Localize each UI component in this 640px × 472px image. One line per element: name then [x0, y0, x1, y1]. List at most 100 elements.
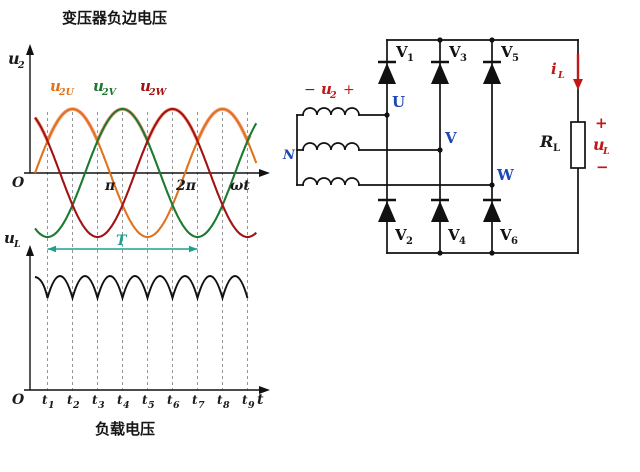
tick-t4: t	[117, 393, 123, 407]
winding-V-coil	[302, 142, 360, 151]
period-arrow-right-icon	[189, 245, 198, 253]
tick-t8-sub: 8	[223, 400, 230, 411]
load-voltage-curve	[34, 275, 249, 302]
rectified-output-curve	[34, 275, 249, 302]
tick-t5-sub: 5	[148, 400, 155, 411]
period-label: T	[116, 233, 128, 249]
u2U-series-label: u	[50, 77, 61, 95]
iL-label-sub: L	[557, 70, 565, 81]
sine-u2V	[34, 107, 258, 239]
junction-dot-V	[437, 147, 443, 153]
u2-label-sub: 2	[329, 90, 337, 101]
junction-dot-W	[489, 182, 495, 188]
u2W-series-label-sub: 2W	[148, 87, 168, 98]
tick-t3-sub: 3	[98, 400, 105, 411]
tick-t5: t	[142, 393, 148, 407]
diode-V3	[431, 60, 449, 84]
uL-axis-label-sub: L	[13, 239, 21, 250]
phase-label-U: U	[392, 93, 405, 111]
label-V2: V	[394, 226, 407, 244]
uL-label-sub: L	[602, 146, 610, 157]
omega-t-axis-label: ωt	[230, 178, 250, 194]
neutral-label: N	[282, 148, 296, 163]
tick-t2: t	[67, 393, 73, 407]
panel-title-bottom: 负载电压	[95, 420, 155, 438]
tick-t2-sub: 2	[72, 400, 80, 411]
origin-bottom: O	[12, 392, 25, 408]
u2-x-axis-arrow-icon	[259, 169, 270, 177]
label-V1: V	[395, 43, 408, 61]
winding-U-coil	[302, 107, 360, 116]
diode-V1	[378, 60, 396, 84]
junction-dot	[489, 37, 495, 43]
load-resistor	[570, 121, 586, 169]
period-arrow-left-icon	[47, 245, 56, 253]
load-current-arrow-icon	[573, 79, 583, 90]
phase-label-V: V	[444, 129, 457, 147]
u2-plus-sign: +	[343, 82, 355, 98]
u2-axis-label: u	[8, 49, 20, 68]
diode-V2	[378, 198, 396, 222]
label-V4-sub: 4	[459, 236, 466, 247]
junction-dot	[437, 250, 443, 256]
diode-V6	[483, 198, 501, 222]
label-V2-sub: 2	[406, 236, 413, 247]
origin-top: O	[12, 175, 25, 191]
phase-voltage-curves	[33, 107, 258, 239]
waveform-panel: 变压器负边电压 u 2 O π 2π ωt u 2U u 2V u 2W T u	[4, 9, 270, 438]
bridge-rectifier-circuit: V 1 V 3 V 5 V 2 V 4 V 6 U V W N − u 2 + …	[282, 37, 610, 256]
u2-label: u	[321, 80, 332, 98]
tick-t6: t	[167, 393, 173, 407]
u2V-series-label: u	[93, 77, 104, 95]
u2-y-axis-arrow-icon	[26, 44, 34, 55]
uL-minus-sign: −	[596, 158, 609, 176]
RL-label-sub: L	[553, 143, 560, 154]
tick-t8: t	[217, 393, 223, 407]
junction-dot-U	[384, 112, 390, 118]
tick-t9: t	[242, 393, 248, 407]
label-V5: V	[500, 43, 513, 61]
tick-t7-sub: 7	[198, 400, 205, 411]
pi-tick-label: π	[104, 178, 116, 194]
label-V6: V	[499, 226, 512, 244]
t-axis-label: t	[257, 392, 264, 408]
panel-title-top: 变压器负边电压	[62, 9, 167, 27]
junction-dot	[437, 37, 443, 43]
tick-t9-sub: 9	[248, 400, 255, 411]
winding-W-coil	[302, 177, 360, 186]
label-V3-sub: 3	[460, 53, 467, 64]
tick-t1: t	[42, 393, 48, 407]
tick-t3: t	[92, 393, 98, 407]
tick-t6-sub: 6	[173, 400, 180, 411]
tick-t7: t	[192, 393, 198, 407]
label-V6-sub: 6	[511, 236, 518, 247]
u2W-series-label: u	[140, 77, 151, 95]
u2-minus-sign: −	[304, 82, 316, 98]
diode-V4	[431, 198, 449, 222]
junction-dot	[489, 250, 495, 256]
uL-x-axis-arrow-icon	[259, 386, 270, 394]
label-V1-sub: 1	[407, 53, 414, 64]
u2U-series-label-sub: 2U	[58, 87, 75, 98]
label-V3: V	[448, 43, 461, 61]
time-gridlines	[47, 112, 248, 390]
uL-axis-label: u	[4, 229, 15, 247]
sine-u2U	[34, 107, 258, 239]
top-envelope-highlight	[33, 107, 252, 146]
uL-label: u	[593, 135, 605, 154]
tick-t1-sub: 1	[48, 400, 55, 411]
sine-u2W	[34, 107, 258, 239]
uL-plus-sign: +	[595, 114, 608, 132]
uL-y-axis-arrow-icon	[26, 245, 34, 256]
label-V5-sub: 5	[512, 53, 519, 64]
u2V-series-label-sub: 2V	[101, 87, 118, 98]
iL-label: i	[551, 60, 557, 78]
label-V4: V	[447, 226, 460, 244]
u2-axis-label-sub: 2	[17, 60, 25, 71]
two-pi-tick-label: 2π	[175, 178, 197, 194]
tick-t4-sub: 4	[123, 400, 130, 411]
RL-label: R	[539, 132, 553, 151]
phase-label-W: W	[496, 166, 515, 184]
